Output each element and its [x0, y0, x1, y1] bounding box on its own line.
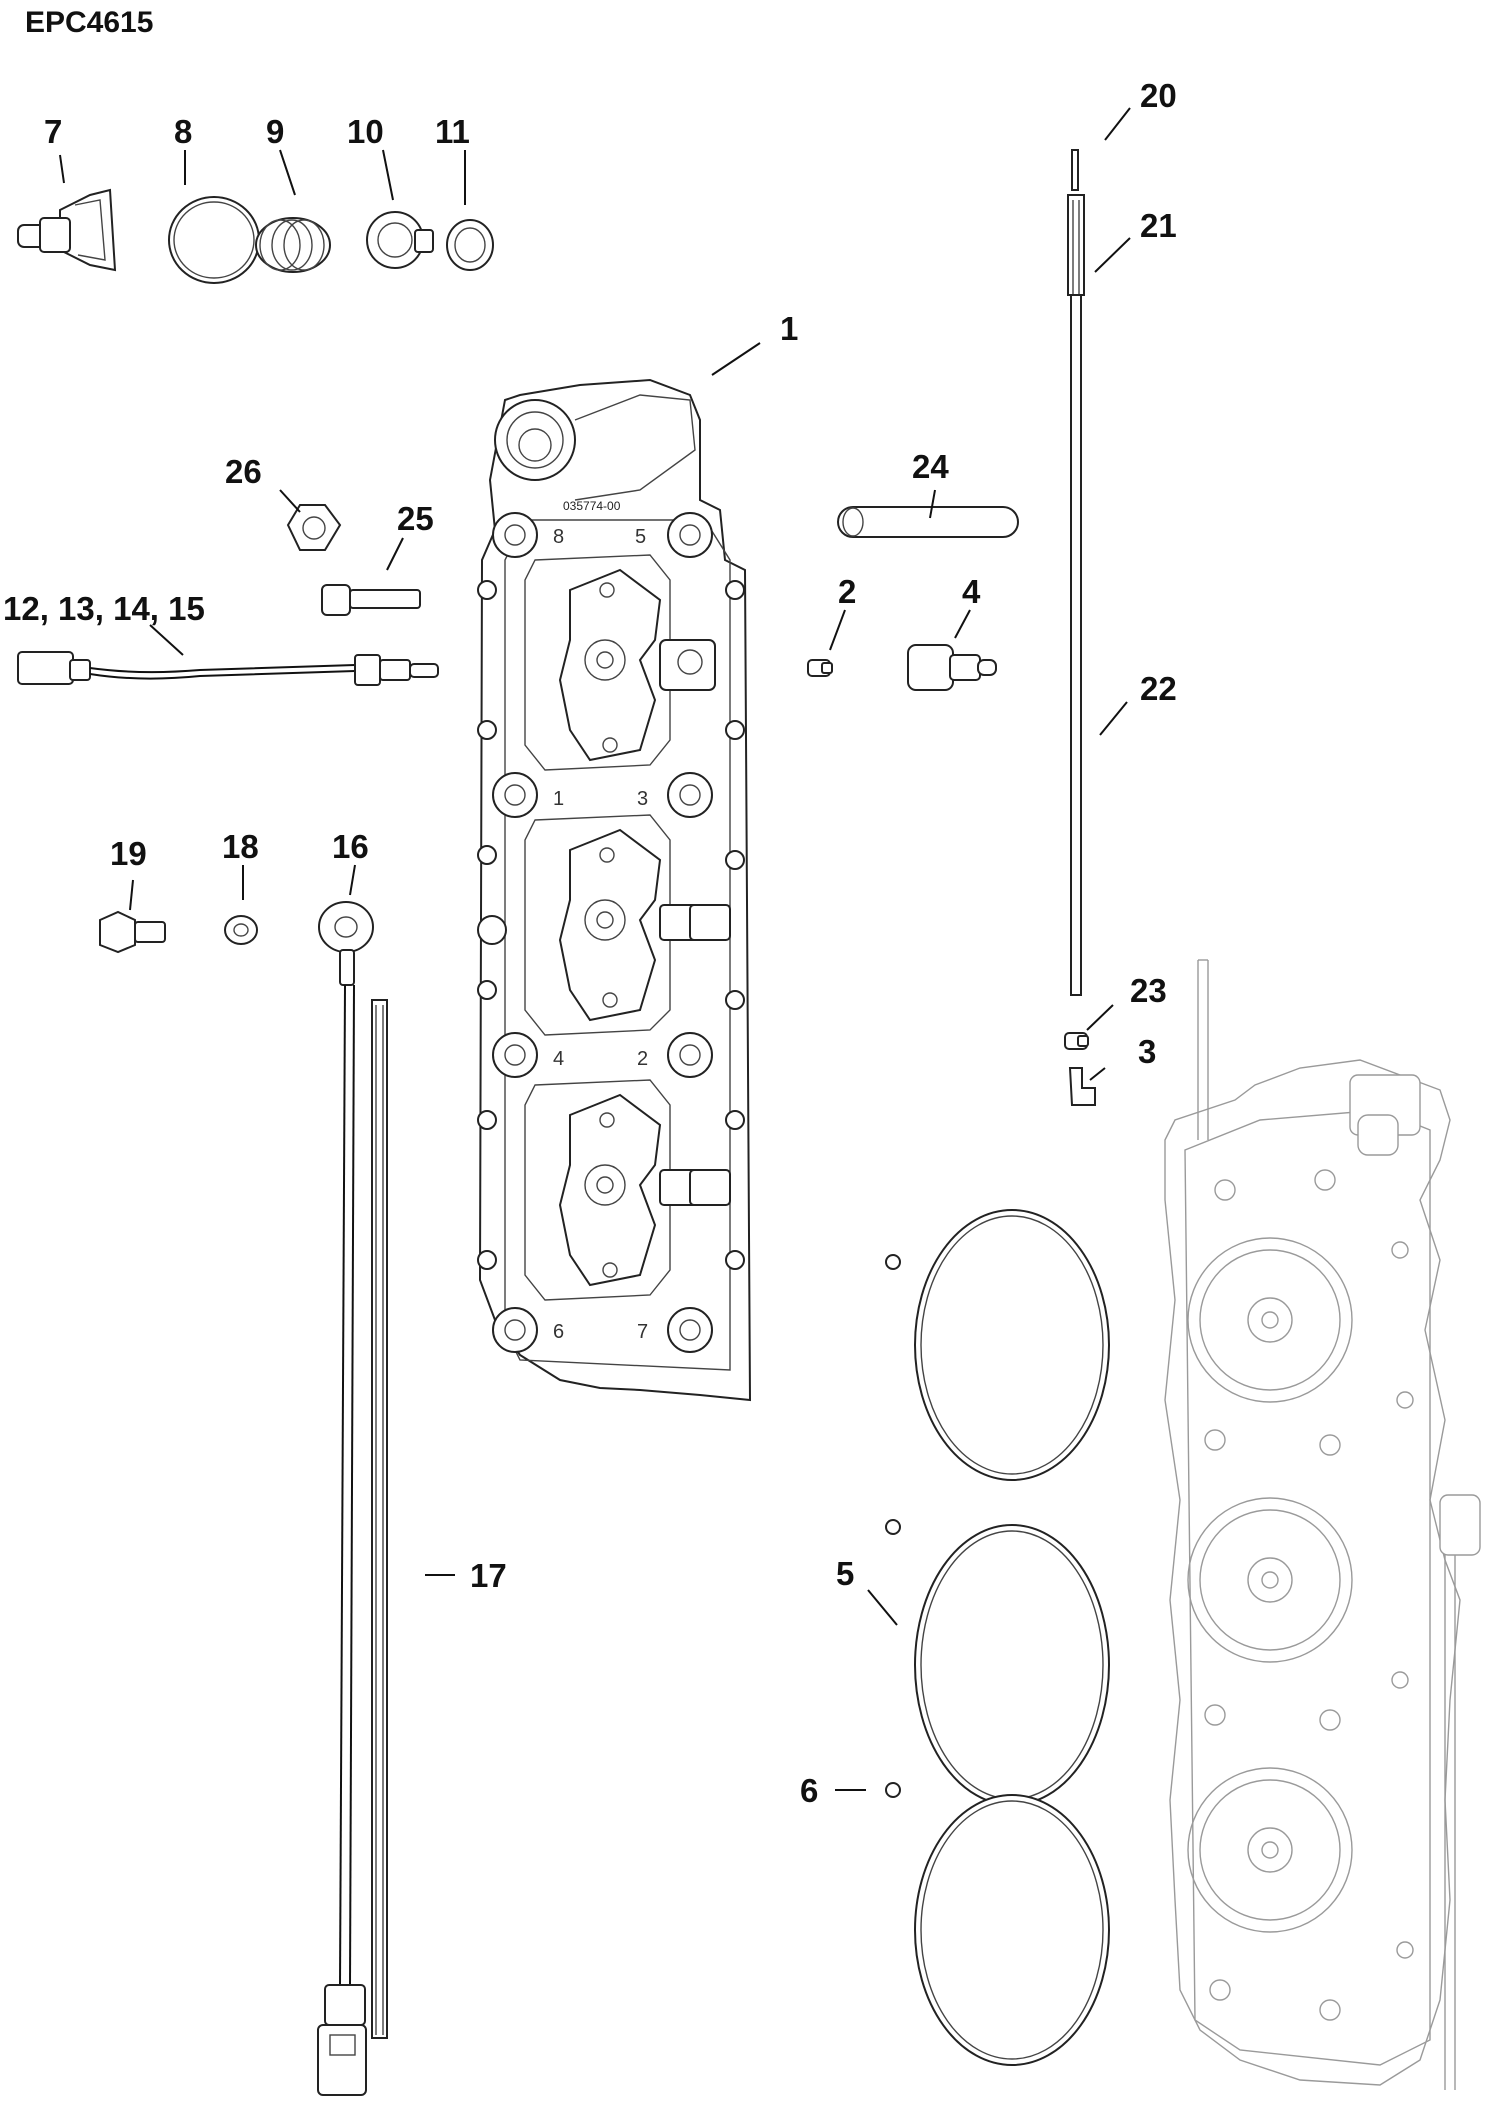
sensor-cable-parts-12-15: [17, 651, 439, 686]
fitting-part-2: [807, 659, 833, 677]
rod-parts-20-22: [1067, 149, 1085, 996]
callout-22: 22: [1140, 670, 1177, 707]
callout-3: 3: [1138, 1033, 1156, 1070]
rod-part-22: [1070, 294, 1082, 996]
thermostat-part-10: [366, 211, 434, 269]
callout-10: 10: [347, 113, 384, 150]
callout-23: 23: [1130, 972, 1167, 1009]
spring-part-9: [255, 217, 331, 273]
cover-pocket-3: [524, 1079, 731, 1301]
gasket-part-8: [168, 196, 260, 284]
bolt-number-3: 3: [637, 788, 648, 810]
bolt-number-6: 6: [553, 1321, 564, 1343]
nut-part-26: [286, 504, 342, 551]
callout-9: 9: [266, 113, 284, 150]
callout-20: 20: [1140, 77, 1177, 114]
cover-pocket-1: [524, 554, 716, 771]
callout-11: 11: [435, 113, 470, 150]
small-o-ring-part-6b: [885, 1519, 901, 1535]
o-ring-part-5c: [914, 1794, 1110, 2066]
washer-part-11: [446, 219, 494, 271]
elbow-fitting-part-3: [1068, 1067, 1096, 1106]
callout-7: 7: [44, 113, 62, 150]
callout-6: 6: [800, 1772, 818, 1809]
callout-4: 4: [962, 573, 981, 610]
callout-19: 19: [110, 835, 147, 872]
callout-26: 26: [225, 453, 262, 490]
callout-18: 18: [222, 828, 259, 865]
callout-8: 8: [174, 113, 192, 150]
casting-number: 035774-00: [563, 499, 621, 513]
callout-2: 2: [838, 573, 856, 610]
callout-5: 5: [836, 1555, 854, 1592]
diagram-title: EPC4615: [25, 6, 153, 39]
sensor-part-4: [907, 644, 997, 691]
conduit-part-17: [371, 999, 388, 2039]
bolt-part-25: [321, 584, 421, 616]
callout-labels: 1 2 3 4 5 6 7 8 9 10 11 12, 13, 14, 15 1…: [3, 77, 1177, 1809]
pin-part-20: [1071, 149, 1079, 191]
callout-12-15: 12, 13, 14, 15: [3, 590, 205, 627]
o-ring-part-5b: [914, 1524, 1110, 1806]
bolt-number-8: 8: [553, 526, 564, 548]
thermostat-cover-part-7: [17, 188, 117, 272]
leader-lines: [59, 107, 1131, 1791]
sleeve-part-21: [1067, 194, 1085, 296]
o-ring-part-5a: [914, 1209, 1110, 1481]
ghost-engine-block: [1164, 959, 1481, 2090]
callout-17: 17: [470, 1557, 507, 1594]
small-o-ring-part-6c: [885, 1782, 901, 1798]
small-o-ring-part-6a: [885, 1254, 901, 1270]
bolt-part-19: [99, 910, 166, 954]
callout-21: 21: [1140, 207, 1177, 244]
bolt-number-5: 5: [635, 526, 646, 548]
knock-sensor-part-16: [317, 901, 374, 2096]
bolt-number-7: 7: [637, 1321, 648, 1343]
bolt-number-1: 1: [553, 788, 564, 810]
bolt-number-2: 2: [637, 1048, 648, 1070]
dowel-part-24: [837, 506, 1019, 538]
callout-1: 1: [780, 310, 798, 347]
callout-16: 16: [332, 828, 369, 865]
callout-25: 25: [397, 500, 434, 537]
cylinder-head-cover: 035774-00 8 5 1 3 4 2 6 7: [477, 378, 752, 1402]
washer-part-18: [224, 915, 258, 945]
fitting-part-23: [1064, 1032, 1089, 1050]
bolt-number-4: 4: [553, 1048, 564, 1070]
cover-pocket-2: [524, 814, 731, 1036]
callout-24: 24: [912, 448, 949, 485]
